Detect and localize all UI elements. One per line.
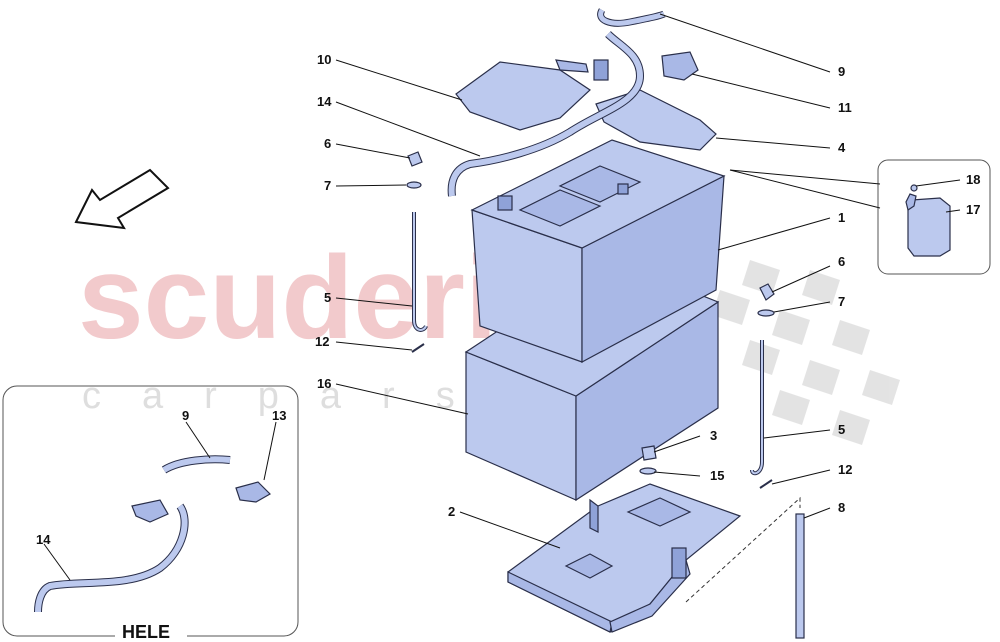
callout-9: 9 [838, 64, 845, 79]
bracket-part [595, 89, 717, 151]
callout-10: 10 [317, 52, 331, 67]
callout-12: 12 [315, 334, 329, 349]
callout-16: 16 [317, 376, 331, 391]
callout-6b: 6 [838, 254, 845, 269]
checkered-flag-watermark [682, 240, 900, 445]
nut-washer-left [406, 151, 428, 353]
callout-14b: 14 [36, 532, 51, 547]
fuse-box-part [455, 59, 609, 131]
hele-parts [34, 455, 271, 613]
fuse-cover-part [905, 184, 951, 257]
callout-6: 6 [324, 136, 331, 151]
callout-8: 8 [838, 500, 845, 515]
callout-11: 11 [838, 100, 852, 115]
inset-hele-label: HELE [122, 622, 170, 642]
inset-hele-label-bg [115, 622, 187, 642]
callout-18: 18 [966, 172, 980, 187]
nut-washer-right [639, 283, 775, 489]
callout-13: 13 [272, 408, 286, 423]
callout-4: 4 [838, 140, 846, 155]
callout-2: 2 [448, 504, 455, 519]
leader-lines [43, 13, 961, 581]
battery-part [470, 139, 726, 364]
callout-7b: 7 [838, 294, 845, 309]
watermark-sub: carpars [82, 375, 496, 417]
terminal-part [661, 51, 699, 81]
callout-7: 7 [324, 178, 331, 193]
inset-fuse-frame [877, 159, 991, 275]
assembly-dashed-line [685, 496, 801, 603]
direction-arrow-icon [74, 168, 170, 230]
battery-tray-part [507, 483, 742, 633]
callout-15: 15 [710, 468, 724, 483]
callout-1: 1 [838, 210, 845, 225]
callout-9b: 9 [182, 408, 189, 423]
callout-5b: 5 [838, 422, 845, 437]
callout-labels: 10 14 6 7 5 12 16 9 11 4 18 17 1 6 7 5 1… [36, 52, 980, 547]
callout-5: 5 [324, 290, 331, 305]
callout-14: 14 [317, 94, 332, 109]
callout-12b: 12 [838, 462, 852, 477]
callout-3: 3 [710, 428, 717, 443]
callout-17: 17 [966, 202, 980, 217]
rod-part [795, 513, 805, 639]
